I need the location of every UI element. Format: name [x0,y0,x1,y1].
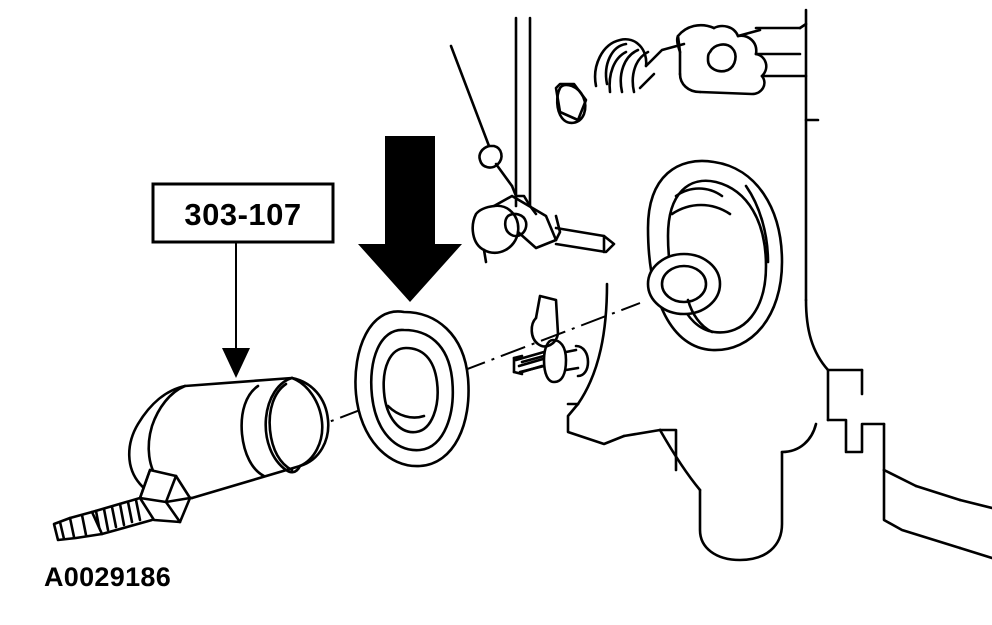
figure-id: A0029186 [44,562,171,592]
idler-pulley-assembly [471,194,616,264]
callout-leader [222,241,250,378]
hand [675,22,808,96]
mounting-bracket [530,294,560,348]
installation-direction-arrow [358,136,462,302]
washer-detail [554,82,588,122]
spring-clip [555,38,686,125]
engine-block [566,8,992,562]
engine-front-hub [646,159,784,352]
dipstick [449,16,538,216]
crankshaft-bolt [512,338,590,384]
threaded-rod [52,496,154,542]
crankshaft-pulley [354,310,470,468]
callout-label: 303-107 [184,197,301,232]
centerline [299,302,641,434]
hex-nut [138,468,192,524]
callout-box: 303-107 [151,182,335,244]
